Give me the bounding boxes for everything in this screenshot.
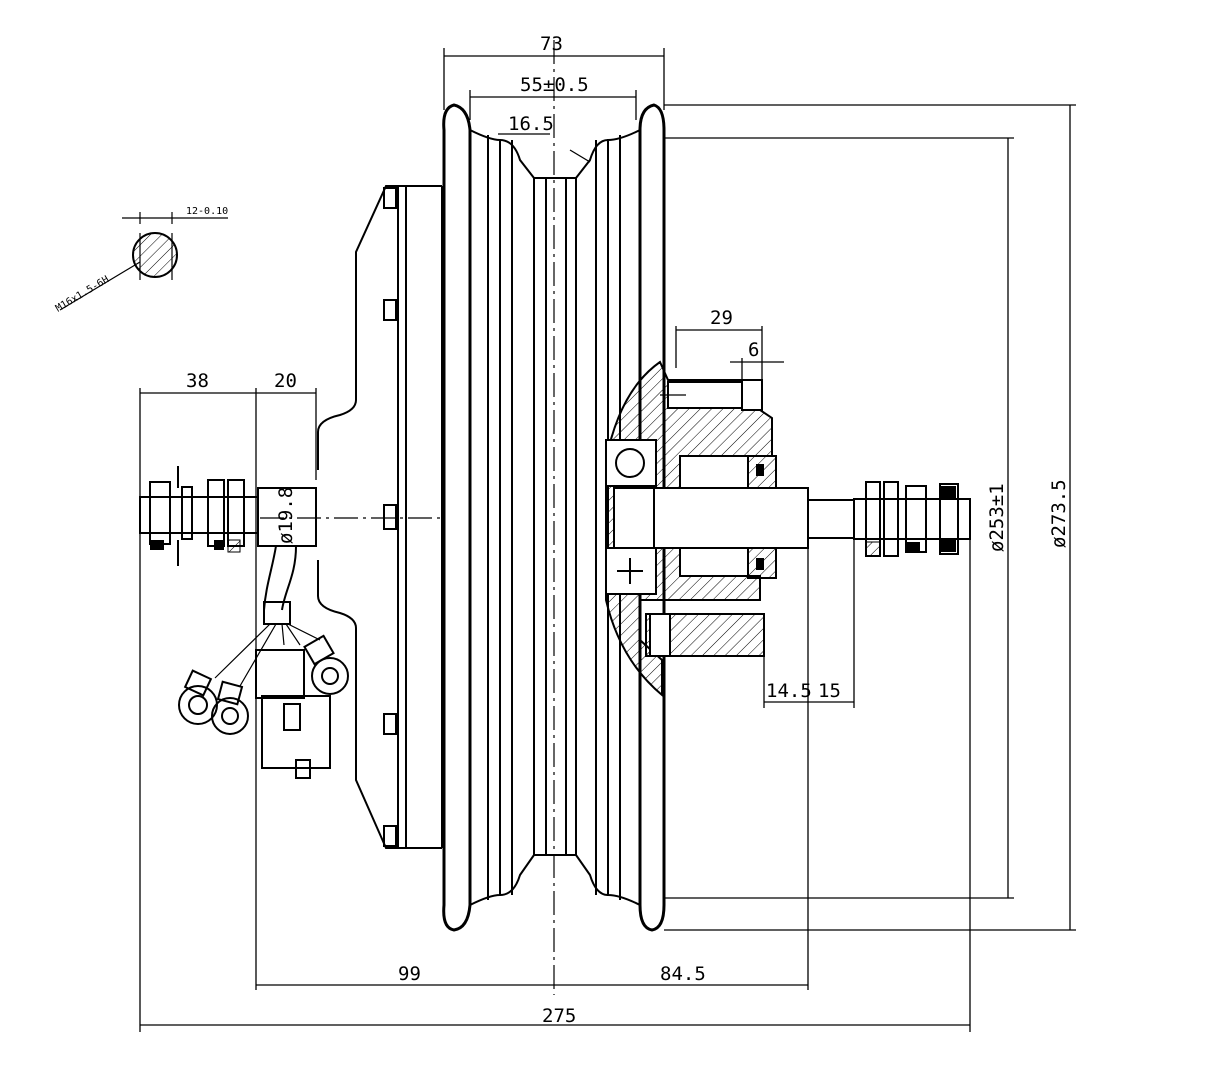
dim-diameter-outer: ø273.5 (1048, 479, 1070, 548)
dim-bolt-offset: 6 (748, 339, 759, 361)
dim-rim-width: 55±0.5 (520, 74, 589, 96)
dim-bolt-depth: 29 (710, 307, 733, 329)
dim-left-to-center: 99 (398, 963, 421, 985)
dim-axle-left-1: 38 (186, 370, 209, 392)
dim-overall-width: 73 (540, 33, 563, 55)
dim-axle-left-2: 20 (274, 370, 297, 392)
hub-section (260, 360, 855, 698)
dim-right-step-1: 14.5 (766, 680, 812, 702)
dimension-labels: 73 55±0.5 16.5 29 6 38 20 ø19.8 ø253±1 ø… (186, 33, 1070, 1027)
dim-center-to-right: 84.5 (660, 963, 706, 985)
side-cover (317, 185, 443, 849)
dim-groove-width: 16.5 (508, 113, 554, 135)
dim-cable-diameter: ø19.8 (275, 487, 297, 544)
thread-detail: 12-0.10 M16x1.5-6H (54, 206, 228, 315)
cable-assembly (178, 545, 349, 779)
left-axle (139, 466, 317, 566)
flat-width-label: 12-0.10 (186, 206, 228, 217)
dim-total-length: 275 (542, 1005, 576, 1027)
dim-right-step-2: 15 (818, 680, 841, 702)
dimension-lines (139, 48, 1076, 1032)
thread-spec-label: M16x1.5-6H (54, 274, 111, 314)
dim-diameter-inner: ø253±1 (986, 483, 1008, 552)
right-axle (853, 481, 971, 557)
